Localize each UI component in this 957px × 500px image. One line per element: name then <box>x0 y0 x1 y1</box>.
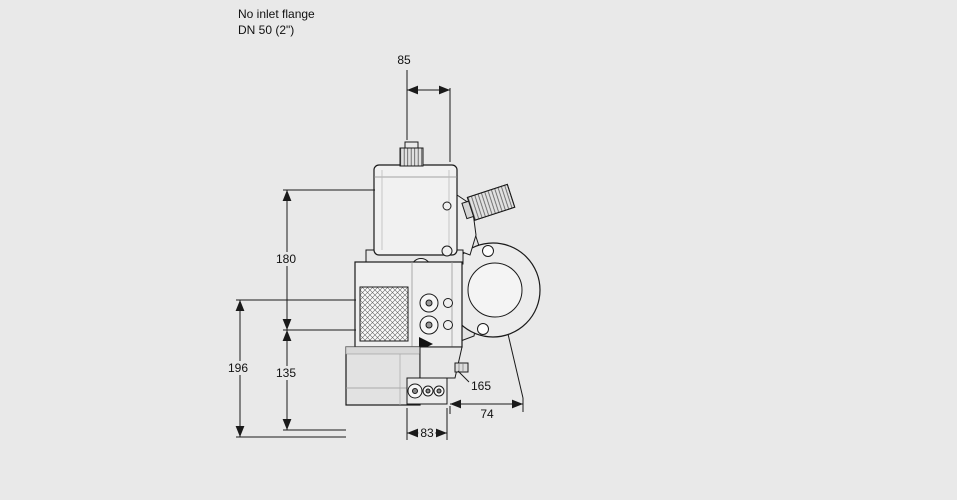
variant-line-1: No inlet flange <box>238 7 315 21</box>
dim-height-lower <box>282 330 346 431</box>
flange-bolt-hole-top <box>482 245 494 257</box>
variant-line-2: DN 50 (2") <box>238 23 295 37</box>
dim-width-right-label: 74 <box>480 407 494 421</box>
dimension-lines <box>235 70 524 440</box>
dim-width-top <box>406 70 451 162</box>
top-cap-knob <box>399 141 424 167</box>
dim-height-lower-label: 135 <box>273 366 299 380</box>
dim-height-total-label: 196 <box>225 361 251 375</box>
valve-assembly <box>345 141 541 406</box>
dim-width-top-label: 85 <box>397 53 411 67</box>
valve-housing <box>354 261 463 351</box>
product-variant-note: No inlet flange DN 50 (2") <box>238 6 315 38</box>
adjustment-knob <box>461 183 516 221</box>
flange-bolt-hole-bottom <box>477 323 489 335</box>
actuator-cylinder <box>373 164 458 256</box>
dim-flange-label: 165 <box>471 379 492 393</box>
dim-flange-leader <box>457 370 470 383</box>
dim-height-upper-label: 180 <box>273 252 299 266</box>
dim-width-bottom-label: 83 <box>418 426 436 440</box>
side-stub-screw <box>454 362 469 373</box>
sight-glass-section <box>406 377 448 405</box>
dim-width-right <box>449 333 524 414</box>
outlet-flange <box>445 242 541 338</box>
